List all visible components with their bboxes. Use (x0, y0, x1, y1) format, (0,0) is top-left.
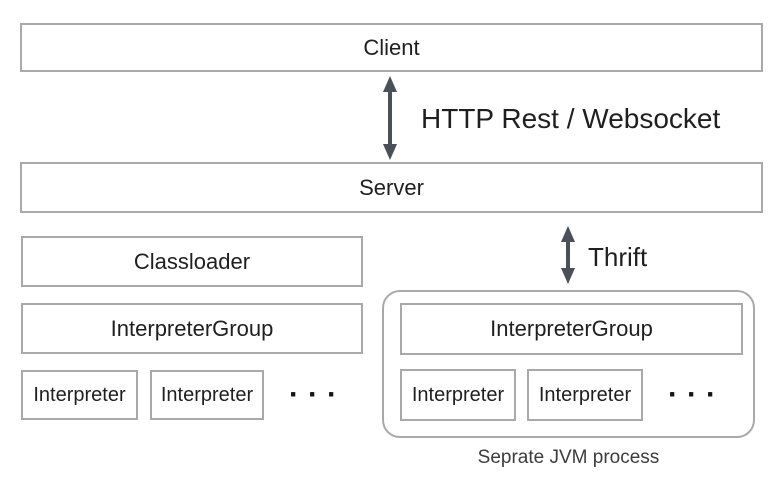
local-interpreter-group-box: InterpreterGroup (21, 303, 363, 354)
jvm-interpreter-box-2: Interpreter (527, 369, 643, 421)
http-double-arrow-icon (383, 76, 397, 160)
jvm-interpreter-label-1: Interpreter (411, 383, 505, 406)
local-interpreter-label-2: Interpreter (160, 383, 254, 406)
jvm-interpreter-group-box: InterpreterGroup (400, 303, 743, 355)
jvm-interpreter-label-2: Interpreter (538, 383, 632, 406)
local-interpreter-box-2: Interpreter (150, 370, 264, 420)
local-interpreter-group-label: InterpreterGroup (110, 315, 274, 341)
thrift-connection-label: Thrift (588, 242, 648, 272)
jvm-interpreter-box-1: Interpreter (400, 369, 516, 421)
local-interpreter-label-1: Interpreter (33, 383, 126, 406)
classloader-box: Classloader (21, 236, 363, 287)
http-connection-label: HTTP Rest / Websocket (421, 103, 721, 134)
client-label: Client (363, 34, 420, 60)
thrift-double-arrow-icon (561, 226, 575, 284)
jvm-process-container: InterpreterGroup Interpreter Interpreter… (382, 290, 755, 438)
local-interpreters-ellipsis: ··· (289, 378, 346, 411)
jvm-interpreters-ellipsis: ··· (668, 378, 725, 411)
jvm-process-caption: Seprate JVM process (477, 447, 660, 468)
client-box: Client (20, 23, 763, 72)
local-interpreter-box-1: Interpreter (21, 370, 138, 420)
classloader-label: Classloader (133, 248, 251, 274)
server-box: Server (20, 162, 763, 213)
jvm-interpreter-group-label: InterpreterGroup (490, 316, 653, 341)
server-label: Server (359, 174, 424, 200)
